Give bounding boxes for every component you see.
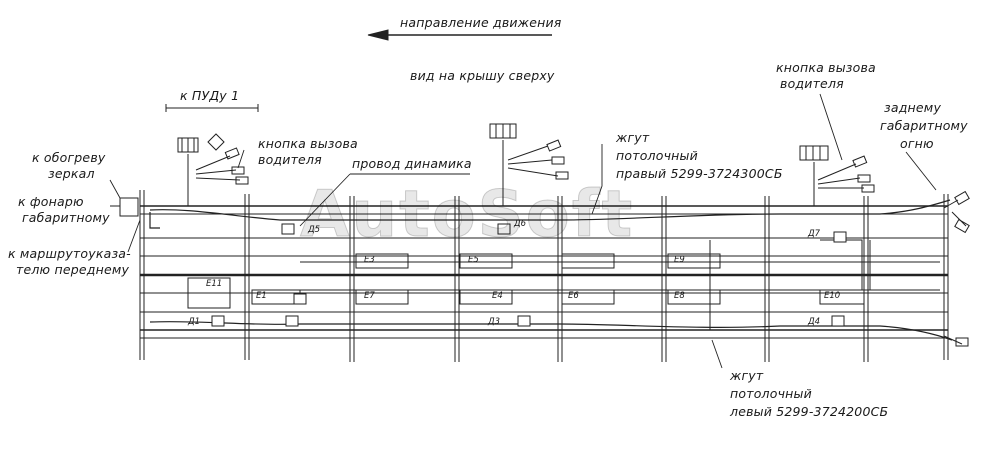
rear-lamp-label-2: габаритному	[880, 118, 968, 133]
call-button-cluster-mid	[489, 123, 569, 206]
call-button-label-right-1: кнопка вызова	[776, 60, 876, 75]
harness-left	[149, 320, 953, 341]
harness-left-label-2: потолочный	[730, 386, 812, 401]
tag-e10: Е10	[824, 291, 841, 301]
side-lamp-label-1: к фонарю	[18, 194, 84, 209]
call-button-label-left-1: кнопка вызова	[258, 136, 358, 151]
rear-lamp-label-3: огню	[900, 136, 934, 151]
tag-e11: Е11	[206, 279, 223, 289]
tag-e5: Е5	[468, 255, 479, 265]
rear-lamp-connectors	[943, 190, 970, 347]
harness-right-label-2: потолочный	[616, 148, 698, 163]
tag-e7: Е7	[364, 291, 375, 301]
leader-lines	[109, 93, 937, 369]
harness-left-label-1: жгут	[730, 368, 764, 383]
connectors	[119, 197, 847, 327]
pudu-label: к ПУДу 1	[180, 88, 240, 103]
speaker-wire-label: провод динамика	[352, 156, 472, 171]
tag-d5: Д5	[308, 225, 321, 235]
tag-e4: Е4	[492, 291, 503, 301]
tag-e1: Е1	[256, 291, 267, 301]
tag-d4: Д4	[808, 317, 821, 327]
harness-right	[149, 199, 951, 229]
rear-lamp-label-1: заднему	[884, 100, 942, 115]
frame-ribs	[139, 190, 949, 362]
side-lamp-label-2: габаритному	[22, 210, 110, 225]
tag-e6: Е6	[568, 291, 579, 301]
call-button-label-left-2: водителя	[258, 152, 322, 167]
pudu-bracket	[165, 104, 259, 112]
tag-d6: Д6	[514, 219, 527, 229]
route-indicator-label-1: к маршрутоуказа-	[8, 246, 131, 261]
view-label: вид на крышу сверху	[410, 68, 555, 83]
mirror-heat-label-2: зеркал	[48, 166, 95, 181]
tag-e3: Е3	[364, 255, 375, 265]
lamp-modules	[187, 239, 865, 309]
direction-arrow	[367, 29, 552, 41]
mirror-heat-label-1: к обогреву	[32, 150, 106, 165]
tag-d3: Д3	[488, 317, 501, 327]
direction-label: направление движения	[400, 15, 562, 30]
call-button-cluster-right	[799, 145, 875, 206]
tag-e8: Е8	[674, 291, 685, 301]
tag-d1: Д1	[188, 317, 201, 327]
pudu-switch-cluster	[177, 133, 249, 206]
tag-e9: Е9	[674, 255, 685, 265]
harness-left-label-3: левый 5299-3724200СБ	[730, 404, 889, 419]
route-indicator-label-2: телю переднему	[16, 262, 130, 277]
watermark: AutoSoft	[299, 178, 635, 253]
call-button-label-right-2: водителя	[780, 76, 844, 91]
frame-rails	[140, 205, 948, 339]
tag-d7: Д7	[808, 229, 821, 239]
harness-right-label-3: правый 5299-3724300СБ	[616, 166, 783, 181]
harness-right-label-1: жгут	[616, 130, 650, 145]
